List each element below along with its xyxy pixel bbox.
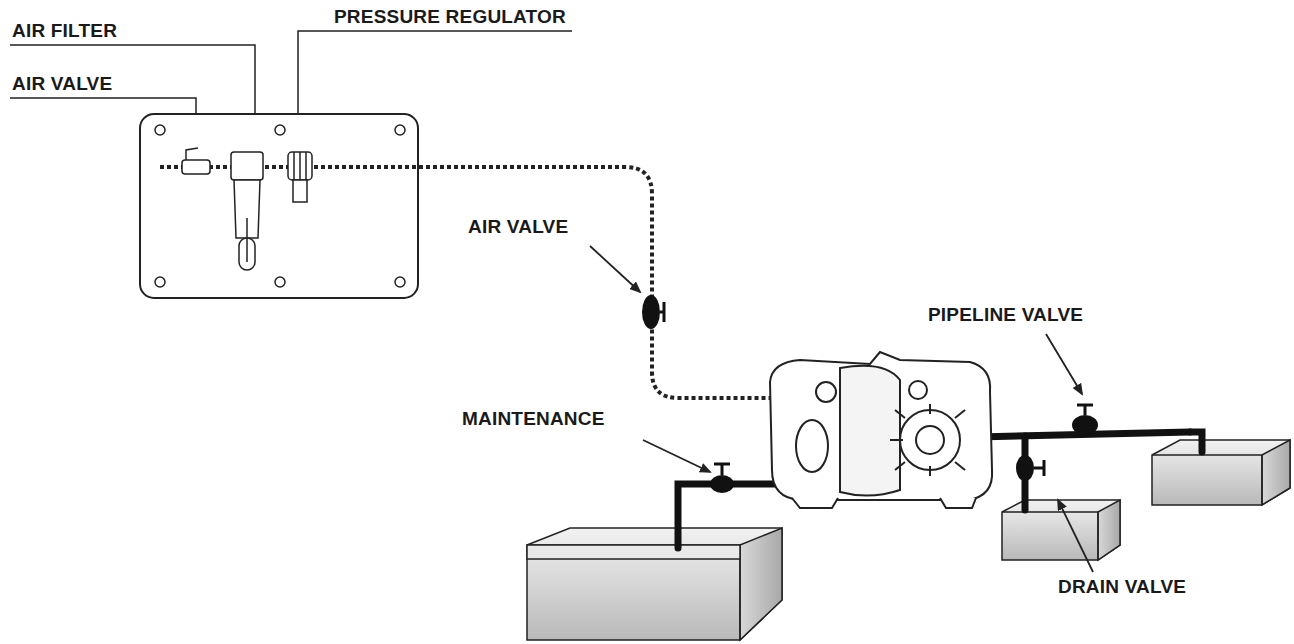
part-label: DRAIN VALVE <box>1058 576 1186 598</box>
part-label: AIR VALVE <box>12 73 112 95</box>
air-line <box>160 167 822 398</box>
air-control-panel <box>140 114 418 298</box>
part-label: AIR VALVE <box>468 216 568 238</box>
part-label: PIPELINE VALVE <box>928 304 1083 326</box>
discharge-tank <box>1152 440 1290 505</box>
callout-arrows <box>590 246 1093 572</box>
supply-tank <box>527 528 782 640</box>
line-air-valve <box>642 295 664 329</box>
diaphragm-pump <box>770 352 992 508</box>
part-label: MAINTENANCE <box>462 408 605 430</box>
air-filter <box>231 152 263 270</box>
part-label: PRESSURE REGULATOR <box>334 6 566 28</box>
drain-tank <box>1002 500 1120 560</box>
panel-air-valve <box>182 148 210 174</box>
part-label: AIR FILTER <box>12 20 117 42</box>
pressure-regulator <box>288 152 312 202</box>
